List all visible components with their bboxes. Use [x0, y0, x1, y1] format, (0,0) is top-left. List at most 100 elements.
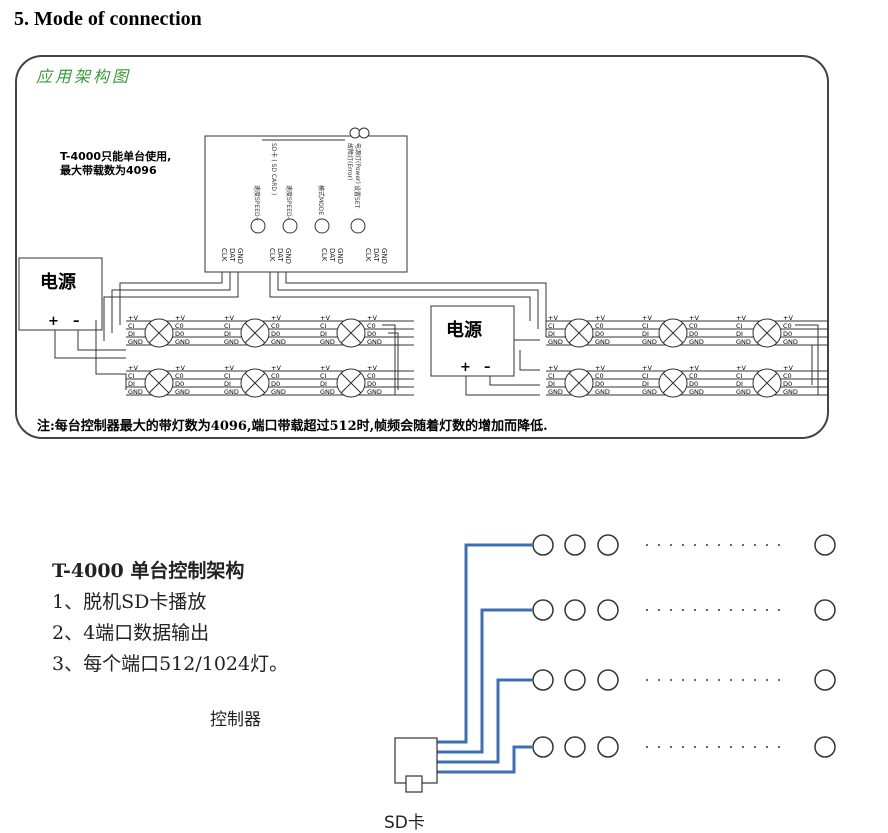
- set-label: 设置SET: [353, 185, 361, 209]
- psu-left-plus: +: [48, 314, 59, 329]
- controller-box: [204, 135, 408, 273]
- pixel-pin-label: D0: [783, 380, 792, 388]
- psu-right-plus: +: [460, 360, 471, 375]
- port-pin-label: GND: [284, 248, 292, 264]
- pixel-pin-label: C0: [175, 372, 184, 380]
- pixel-pin-label: D0: [595, 330, 604, 338]
- led-icon: [532, 736, 554, 758]
- pixel-pin-label: GND: [271, 388, 286, 396]
- pixel-pin-label: CI: [224, 322, 231, 330]
- pixel-pin-label: +V: [689, 364, 699, 372]
- application-wiring-diagram: SD卡 ( SD CARD ) 故障灯(Error) 电源灯(Power) 速度…: [15, 55, 829, 439]
- pixel-pin-label: DI: [320, 380, 327, 388]
- pixel-pin-label: +V: [548, 364, 558, 372]
- pixel-pin-label: GND: [224, 388, 239, 396]
- mode-label: 模式MODE: [317, 185, 325, 216]
- pixel-pin-label: CI: [224, 372, 231, 380]
- led-chains: [532, 534, 836, 758]
- port-pin-label: DAT: [328, 248, 336, 263]
- pixel-pin-label: +V: [736, 314, 746, 322]
- architecture-list: T-4000 单台控制架构 1、脱机SD卡播放 2、4端口数据输出 3、每个端口…: [52, 556, 288, 680]
- psu-right-label: 电源: [446, 319, 482, 341]
- pixel-pin-label: D0: [367, 330, 376, 338]
- led-icon: [597, 599, 619, 621]
- pixel-pin-label: +V: [367, 364, 377, 372]
- architecture-item-2: 2、4端口数据输出: [52, 622, 210, 644]
- pixel-pin-label: +V: [642, 314, 652, 322]
- set-button-icon: [350, 218, 366, 234]
- pixel-pin-label: GND: [175, 338, 190, 346]
- led-icon: [532, 599, 554, 621]
- led-icon: [532, 669, 554, 691]
- single-note-line1: T-4000只能单台使用,: [60, 150, 172, 163]
- port-pin-label: DAT: [276, 248, 284, 263]
- pixel-pin-label: GND: [595, 338, 610, 346]
- pixel-pin-label: D0: [175, 330, 184, 338]
- sd-card-label: SD卡: [384, 813, 425, 833]
- pixel-pin-label: GND: [224, 338, 239, 346]
- error-indicator-label: 故障灯(Error): [346, 143, 354, 180]
- pixel-pin-label: D0: [367, 380, 376, 388]
- pixel-pin-label: C0: [783, 372, 792, 380]
- speed-up-button-icon: [250, 218, 266, 234]
- pixel-pin-label: +V: [689, 314, 699, 322]
- pixel-pin-label: +V: [548, 314, 558, 322]
- pixel-pin-label: GND: [175, 388, 190, 396]
- pixel-pin-label: CI: [128, 322, 135, 330]
- led-icon: [814, 599, 836, 621]
- pixel-pin-label: CI: [548, 372, 555, 380]
- pixel-pin-label: +V: [367, 314, 377, 322]
- pixel-pin-label: C0: [367, 372, 376, 380]
- pixel-pin-label: D0: [595, 380, 604, 388]
- pixel-pin-label: +V: [128, 314, 138, 322]
- mode-button-icon: [314, 218, 330, 234]
- pixel-pin-label: D0: [175, 380, 184, 388]
- psu-right-minus: –: [484, 360, 491, 375]
- pixel-pin-label: +V: [224, 364, 234, 372]
- led-icon: [532, 534, 554, 556]
- pixel-pin-label: GND: [689, 388, 704, 396]
- pixel-pin-label: GND: [320, 338, 335, 346]
- pixel-pin-label: +V: [271, 364, 281, 372]
- led-icon: [564, 669, 586, 691]
- sd-card-label: SD卡 ( SD CARD ): [270, 143, 278, 195]
- pixel-pin-label: GND: [689, 338, 704, 346]
- pixel-pin-label: CI: [320, 372, 327, 380]
- pixel-pin-label: CI: [736, 322, 743, 330]
- pixel-pin-label: GND: [548, 388, 563, 396]
- led-icon: [814, 534, 836, 556]
- single-unit-note: T-4000只能单台使用, 最大带载数为4096: [60, 150, 171, 178]
- port-pin-label: GND: [236, 248, 244, 264]
- pixel-pin-label: D0: [783, 330, 792, 338]
- pixel-pin-label: GND: [320, 388, 335, 396]
- pixel-pin-label: GND: [367, 388, 382, 396]
- pixel-pin-label: GND: [736, 388, 751, 396]
- speed-down-button-icon: [282, 218, 298, 234]
- pixel-pin-label: DI: [548, 380, 555, 388]
- pixel-pin-label: GND: [367, 338, 382, 346]
- pixel-pin-label: C0: [689, 372, 698, 380]
- pixel-pin-label: C0: [175, 322, 184, 330]
- speed-down-label: 速度SPEED-: [285, 185, 293, 219]
- pixel-pin-label: C0: [595, 372, 604, 380]
- pixel-pin-label: +V: [595, 314, 605, 322]
- pixel-pin-label: GND: [128, 338, 143, 346]
- port-pin-label: CLK: [268, 248, 276, 262]
- pixel-pin-label: C0: [689, 322, 698, 330]
- pixel-pin-label: DI: [642, 330, 649, 338]
- led-icon: [814, 669, 836, 691]
- pixel-pin-label: +V: [320, 364, 330, 372]
- pixel-pin-label: +V: [783, 364, 793, 372]
- section-heading: 5. Mode of connection: [14, 8, 202, 30]
- led-icon: [564, 534, 586, 556]
